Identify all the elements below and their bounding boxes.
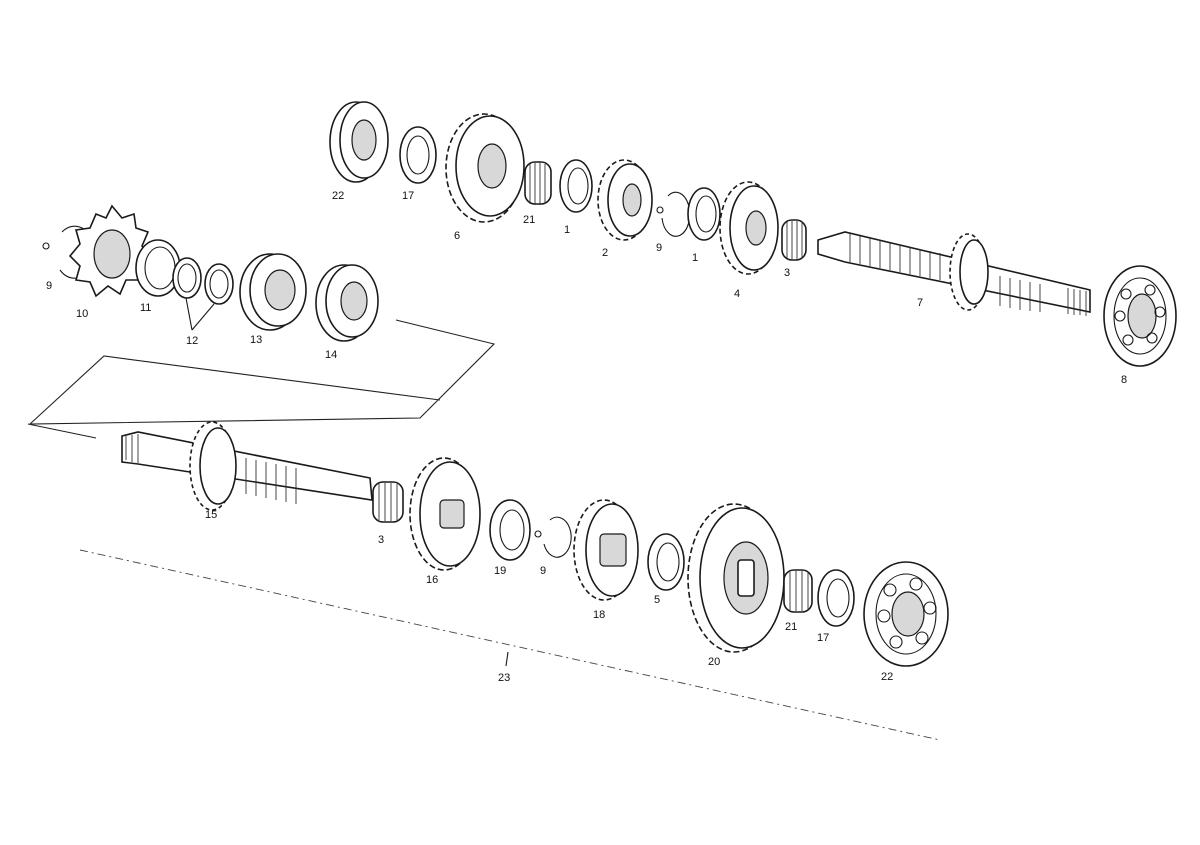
label-18: 18 <box>593 609 605 621</box>
part-18-gear <box>573 499 639 601</box>
part-3-needle-bearing-top <box>781 219 807 261</box>
label-4: 4 <box>734 288 740 300</box>
label-20: 20 <box>708 656 720 668</box>
label-1-a: 1 <box>564 224 570 236</box>
label-7: 7 <box>917 297 923 309</box>
part-4-gear <box>719 181 779 275</box>
label-9-left: 9 <box>46 280 52 292</box>
part-17-washer-top <box>399 126 437 184</box>
label-8: 8 <box>1121 374 1127 386</box>
leader-12 <box>185 297 215 331</box>
label-1-b: 1 <box>692 252 698 264</box>
label-11: 11 <box>140 302 151 314</box>
part-9-circlip-bottom <box>534 516 572 558</box>
label-23: 23 <box>498 672 510 684</box>
label-15: 15 <box>205 509 217 521</box>
label-19: 19 <box>494 565 506 577</box>
label-3-bottom: 3 <box>378 534 384 546</box>
label-9-top: 9 <box>656 242 662 254</box>
part-1-bushing-a <box>559 159 593 213</box>
part-2-gear <box>597 159 653 241</box>
part-23-reference-line <box>79 549 941 741</box>
part-10-sprocket <box>68 204 152 298</box>
label-12: 12 <box>186 335 198 347</box>
part-15-layshaft <box>121 421 373 511</box>
part-22-ball-bearing-bottom <box>863 561 949 667</box>
part-3-needle-bearing-bottom <box>372 481 404 523</box>
part-19-washer <box>489 499 531 561</box>
part-8-ball-bearing <box>1103 265 1177 367</box>
label-22-top: 22 <box>332 190 344 202</box>
part-21-needle-bearing-top <box>524 161 552 205</box>
part-17-washer-bottom <box>817 569 855 627</box>
leader-23 <box>505 651 509 667</box>
part-14-seal <box>315 264 379 342</box>
part-21-needle-bearing-bottom <box>783 569 813 613</box>
part-16-gear <box>409 457 481 571</box>
label-22-bottom: 22 <box>881 671 893 683</box>
part-7-main-shaft <box>817 231 1091 316</box>
label-14: 14 <box>325 349 337 361</box>
part-5-washer <box>647 533 685 591</box>
part-6-gear <box>445 113 525 223</box>
label-5: 5 <box>654 594 660 606</box>
part-9-circlip-top <box>656 191 691 237</box>
label-21-bottom: 21 <box>785 621 797 633</box>
label-2: 2 <box>602 247 608 259</box>
label-3-top: 3 <box>784 267 790 279</box>
part-22-seal-top <box>329 101 389 183</box>
label-17-bottom: 17 <box>817 632 829 644</box>
label-17-top: 17 <box>402 190 414 202</box>
part-12-o-rings <box>172 257 234 305</box>
guide-line <box>27 319 496 439</box>
label-9-bottom: 9 <box>540 565 546 577</box>
part-1-bushing-b <box>687 187 721 241</box>
label-13: 13 <box>250 334 262 346</box>
label-6: 6 <box>454 230 460 242</box>
label-10: 10 <box>76 308 88 320</box>
label-16: 16 <box>426 574 438 586</box>
label-21-top: 21 <box>523 214 535 226</box>
part-11-spacer <box>135 239 181 297</box>
part-20-gear <box>687 503 785 653</box>
part-13-seal <box>239 253 307 331</box>
